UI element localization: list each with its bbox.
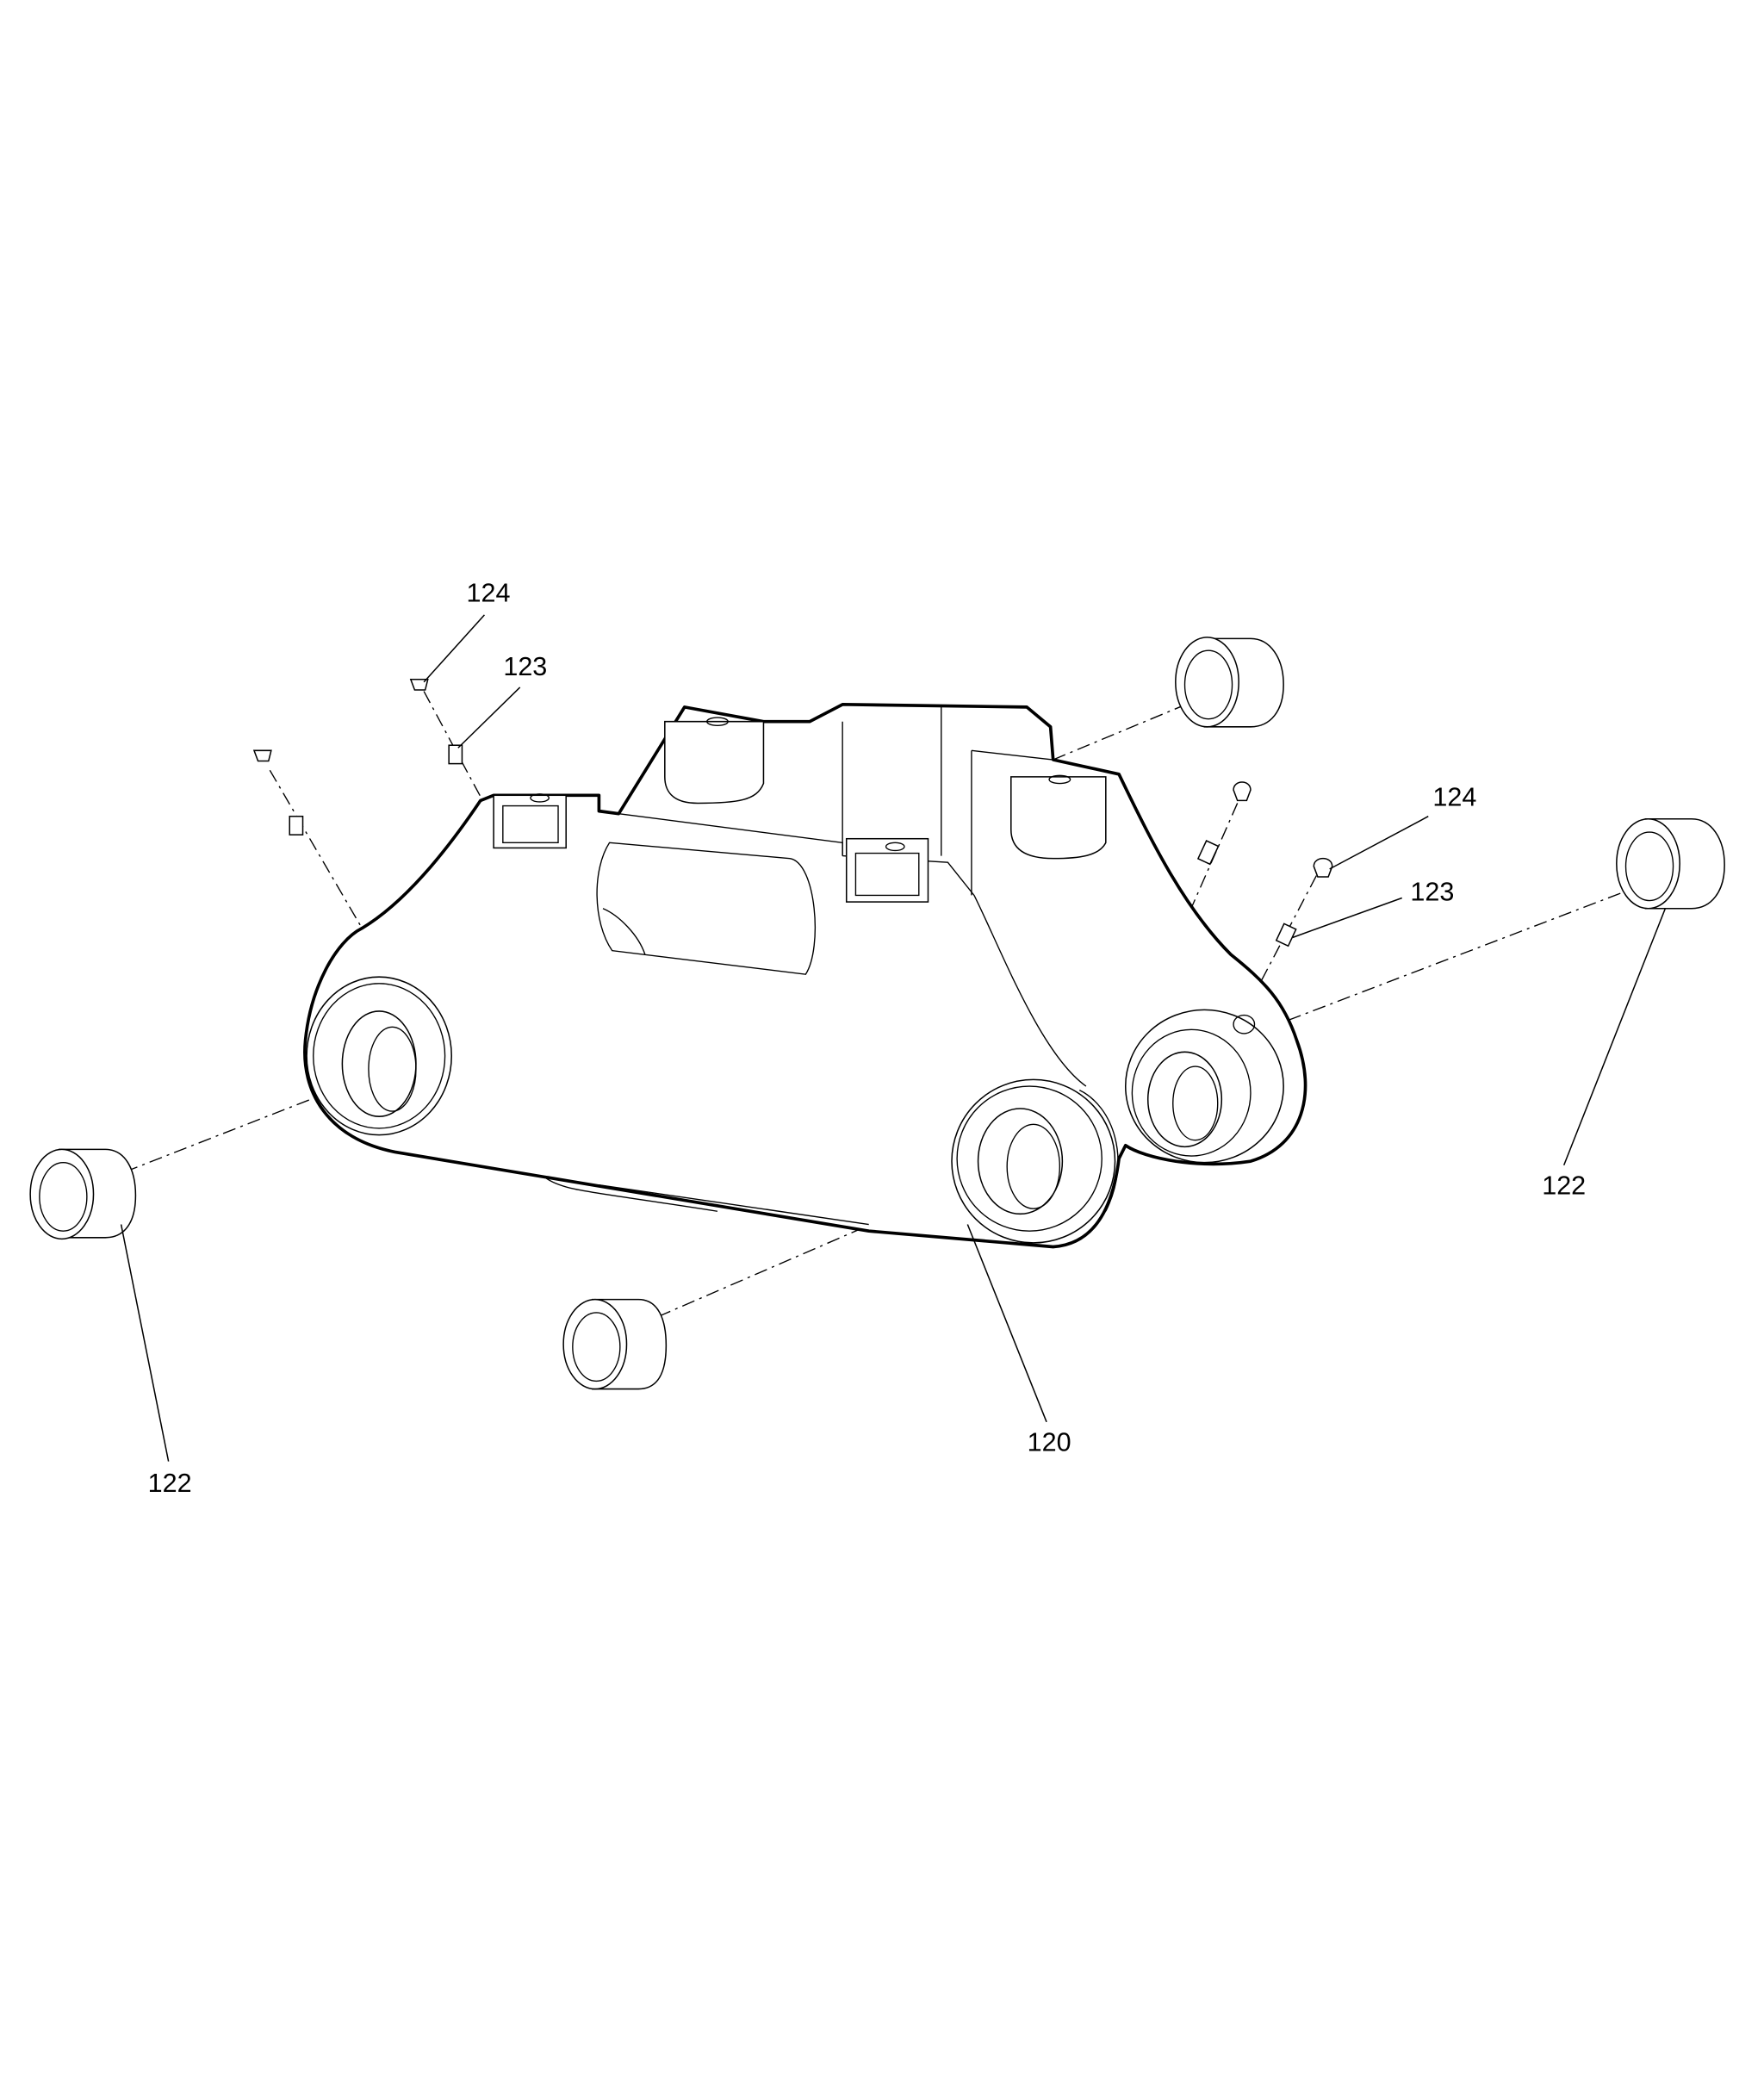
bushing-122-left (29, 1148, 137, 1240)
callout-120: 120 (1028, 1427, 1071, 1457)
callout-123-right: 123 (1410, 878, 1454, 907)
callout-123-left: 123 (503, 652, 547, 681)
bushing-122-far-right (1616, 818, 1725, 910)
callout-124-left: 124 (467, 579, 511, 608)
bushing-122-top-right (1175, 637, 1284, 728)
callout-122-left: 122 (148, 1469, 192, 1498)
bushing-122-bottom (562, 1298, 668, 1390)
frame-body-120 (303, 702, 1307, 1249)
callout-124-right: 124 (1432, 783, 1476, 812)
grease-fittings (252, 679, 1333, 947)
callout-122-right: 122 (1542, 1171, 1586, 1200)
leader-lines (120, 614, 1667, 1462)
